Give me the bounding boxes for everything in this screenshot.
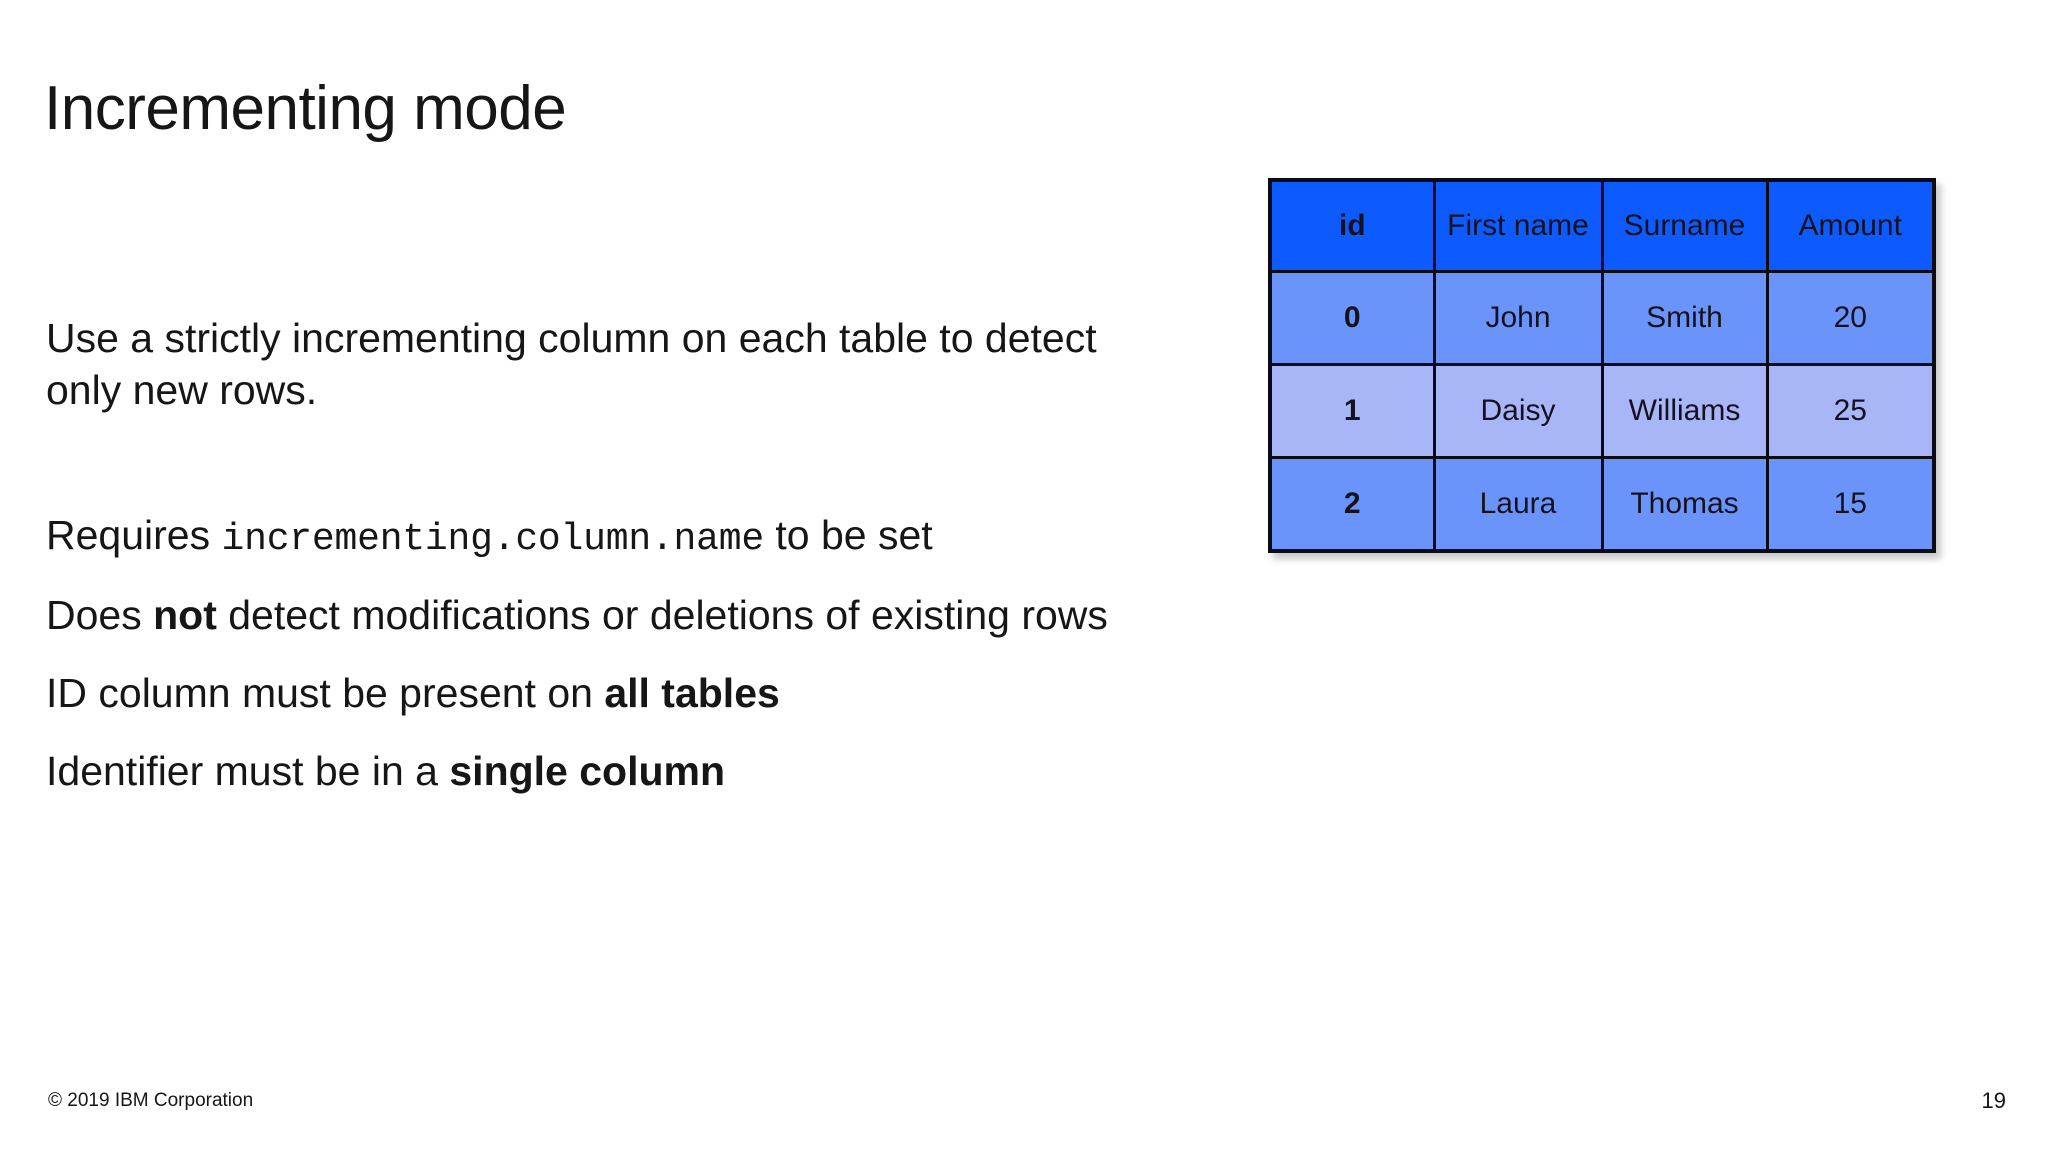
- cell-first-name: Laura: [1432, 456, 1604, 553]
- bullet-text-prefix: Identifier must be in a: [46, 747, 450, 794]
- cell-first-name: Daisy: [1432, 363, 1604, 459]
- bullet-id-column-required: ID column must be present on all tables: [46, 668, 1166, 720]
- table-body: 0 John Smith 20 1 Daisy Williams 25 2 La…: [1268, 270, 1936, 553]
- bullet-requires-property: Requires incrementing.column.name to be …: [46, 510, 1166, 564]
- bullet-list: Requires incrementing.column.name to be …: [46, 510, 1166, 797]
- table-header-row: id First name Surname Amount: [1268, 178, 1936, 273]
- content-spacer: [46, 416, 1166, 510]
- bullet-emphasis: single column: [449, 747, 726, 794]
- bullet-text-prefix: Does: [46, 592, 154, 639]
- cell-surname: Williams: [1600, 363, 1769, 459]
- footer-page-number: 19: [1981, 1088, 2006, 1113]
- footer-copyright: © 2019 IBM Corporation: [48, 1090, 254, 1111]
- table-row: 2 Laura Thomas 15: [1268, 456, 1936, 553]
- column-header-id: id: [1268, 178, 1436, 273]
- bullet-no-modifications: Does not detect modifications or deletio…: [46, 590, 1166, 642]
- cell-id: 0: [1268, 270, 1436, 366]
- column-header-amount: Amount: [1765, 178, 1936, 273]
- column-header-first-name: First name: [1432, 178, 1604, 273]
- bullet-single-column-identifier: Identifier must be in a single column: [46, 746, 1166, 798]
- cell-surname: Smith: [1600, 270, 1769, 366]
- bullet-text-prefix: Requires: [46, 512, 222, 559]
- example-table-container: id First name Surname Amount 0 John Smit…: [1268, 178, 1936, 553]
- intro-paragraph: Use a strictly incrementing column on ea…: [46, 315, 1097, 413]
- cell-amount: 20: [1765, 270, 1936, 366]
- bullet-text-prefix: ID column must be present on: [46, 669, 605, 716]
- cell-id: 2: [1268, 456, 1436, 553]
- page-title: Incrementing mode: [44, 73, 567, 143]
- cell-id: 1: [1268, 363, 1436, 459]
- cell-surname: Thomas: [1600, 456, 1769, 553]
- column-header-surname: Surname: [1600, 178, 1769, 273]
- example-data-table: id First name Surname Amount 0 John Smit…: [1268, 178, 1936, 553]
- config-property-code: incrementing.column.name: [221, 518, 764, 562]
- table-header: id First name Surname Amount: [1268, 178, 1936, 273]
- bullet-emphasis: all tables: [604, 669, 780, 716]
- bullet-text-suffix: to be set: [763, 512, 933, 559]
- bullet-text-suffix: detect modifications or deletions of exi…: [216, 592, 1108, 639]
- table-row: 1 Daisy Williams 25: [1268, 363, 1936, 459]
- body-content-column: Use a strictly incrementing column on ea…: [46, 272, 1166, 797]
- cell-first-name: John: [1432, 270, 1604, 366]
- table-row: 0 John Smith 20: [1268, 270, 1936, 366]
- bullet-emphasis: not: [153, 592, 217, 639]
- cell-amount: 15: [1765, 456, 1936, 553]
- cell-amount: 25: [1765, 363, 1936, 459]
